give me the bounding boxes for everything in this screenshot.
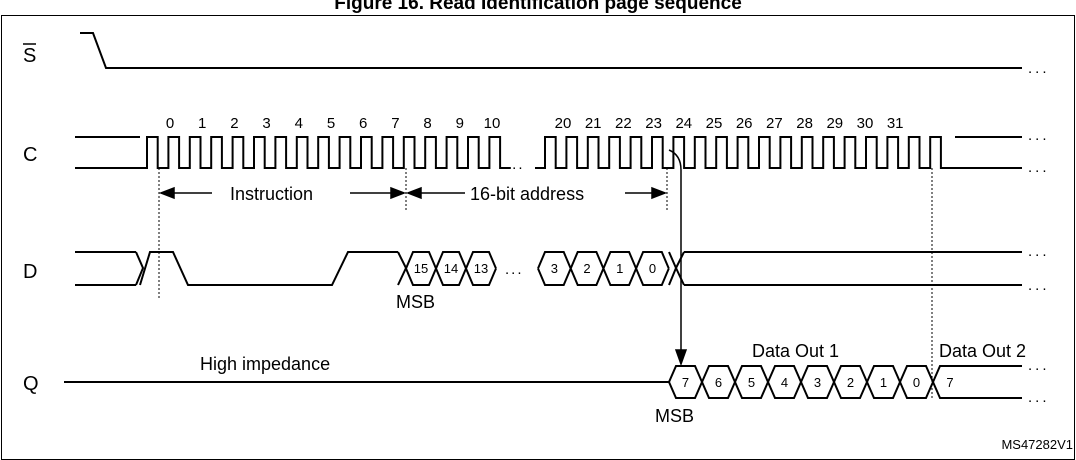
c-low-continuation-dots: ...: [1028, 159, 1050, 176]
q-bit-label: 7: [946, 375, 953, 390]
d-bit-label: 13: [474, 261, 488, 276]
phase-arrows: [158, 186, 668, 200]
high-impedance-label: High impedance: [200, 354, 330, 374]
clock-cycle-number: 23: [645, 115, 662, 132]
c-high-continuation-dots: ...: [1028, 127, 1050, 144]
clock-cycle-number: 10: [484, 115, 501, 132]
d-bit-label: 2: [583, 261, 590, 276]
d-msb-label: MSB: [396, 292, 435, 312]
q-high-continuation-dots: ...: [1028, 357, 1050, 374]
clock-cycle-number: 26: [736, 115, 753, 132]
clock-cycle-number: 1: [198, 115, 206, 132]
c-signal-label: C: [23, 144, 37, 166]
address-label: 16-bit address: [470, 184, 584, 204]
q-signal-label: Q: [23, 373, 39, 395]
d-bit-label: 1: [616, 261, 623, 276]
clock-cycle-number: 3: [262, 115, 270, 132]
clock-cycle-number: 0: [166, 115, 174, 132]
data-out-2-label: Data Out 2: [939, 341, 1026, 361]
clock-cycle-number: 29: [826, 115, 843, 132]
d-signal: [75, 251, 1022, 286]
d-low-continuation-dots: ...: [1028, 277, 1050, 294]
q-msb-label: MSB: [655, 406, 694, 426]
clock-cycle-number: 4: [295, 115, 303, 132]
q-low-continuation-dots: ...: [1028, 389, 1050, 406]
q-bit-label: 3: [814, 375, 821, 390]
c-signal: [75, 136, 1022, 169]
clock-cycle-number: 24: [675, 115, 692, 132]
d-high-continuation-dots: ...: [1028, 243, 1050, 260]
s-signal-label: S: [23, 45, 36, 67]
q-bit-label: 0: [913, 375, 920, 390]
clock-cycle-number: 28: [796, 115, 813, 132]
clock-cycle-number: 20: [555, 115, 572, 132]
q-bit-label: 4: [781, 375, 788, 390]
d-signal-label: D: [23, 261, 37, 283]
output-arrow: [668, 149, 688, 367]
s-continuation-dots: ...: [1028, 60, 1050, 77]
clock-cycle-number: 5: [327, 115, 335, 132]
clock-cycle-number: 27: [766, 115, 783, 132]
clock-cycle-number: 9: [456, 115, 464, 132]
clock-cycle-number: 31: [887, 115, 904, 132]
clock-cycle-number: 8: [423, 115, 431, 132]
figure-title: Figure 16. Read Identification page sequ…: [334, 0, 742, 14]
s-signal: [80, 32, 1022, 69]
d-bit-label: 14: [444, 261, 458, 276]
d-bit-labels: 15 14 13 3 2 1 0: [414, 261, 656, 276]
q-bit-label: 2: [847, 375, 854, 390]
q-bit-label: 7: [682, 375, 689, 390]
q-bit-labels: 7 6 5 4 3 2 1 0 7: [682, 375, 954, 390]
instruction-label: Instruction: [230, 184, 313, 204]
c-gap-dots: ...: [506, 156, 525, 173]
data-out-1-label: Data Out 1: [752, 341, 839, 361]
clock-cycle-number: 6: [359, 115, 367, 132]
clock-cycle-number: 25: [706, 115, 723, 132]
d-bit-label: 0: [649, 261, 656, 276]
q-signal: [64, 365, 1022, 399]
d-gap-dots: ...: [505, 261, 524, 278]
d-bit-label: 15: [414, 261, 428, 276]
figure-reference: MS47282V1: [1001, 437, 1073, 452]
clock-cycle-number: 7: [391, 115, 399, 132]
q-bit-label: 6: [715, 375, 722, 390]
clock-cycle-number: 21: [585, 115, 602, 132]
clock-cycle-number: 22: [615, 115, 632, 132]
d-bit-label: 3: [551, 261, 558, 276]
clock-cycle-number: 2: [230, 115, 238, 132]
clock-cycle-number: 30: [857, 115, 874, 132]
q-bit-label: 1: [880, 375, 887, 390]
q-bit-label: 5: [748, 375, 755, 390]
